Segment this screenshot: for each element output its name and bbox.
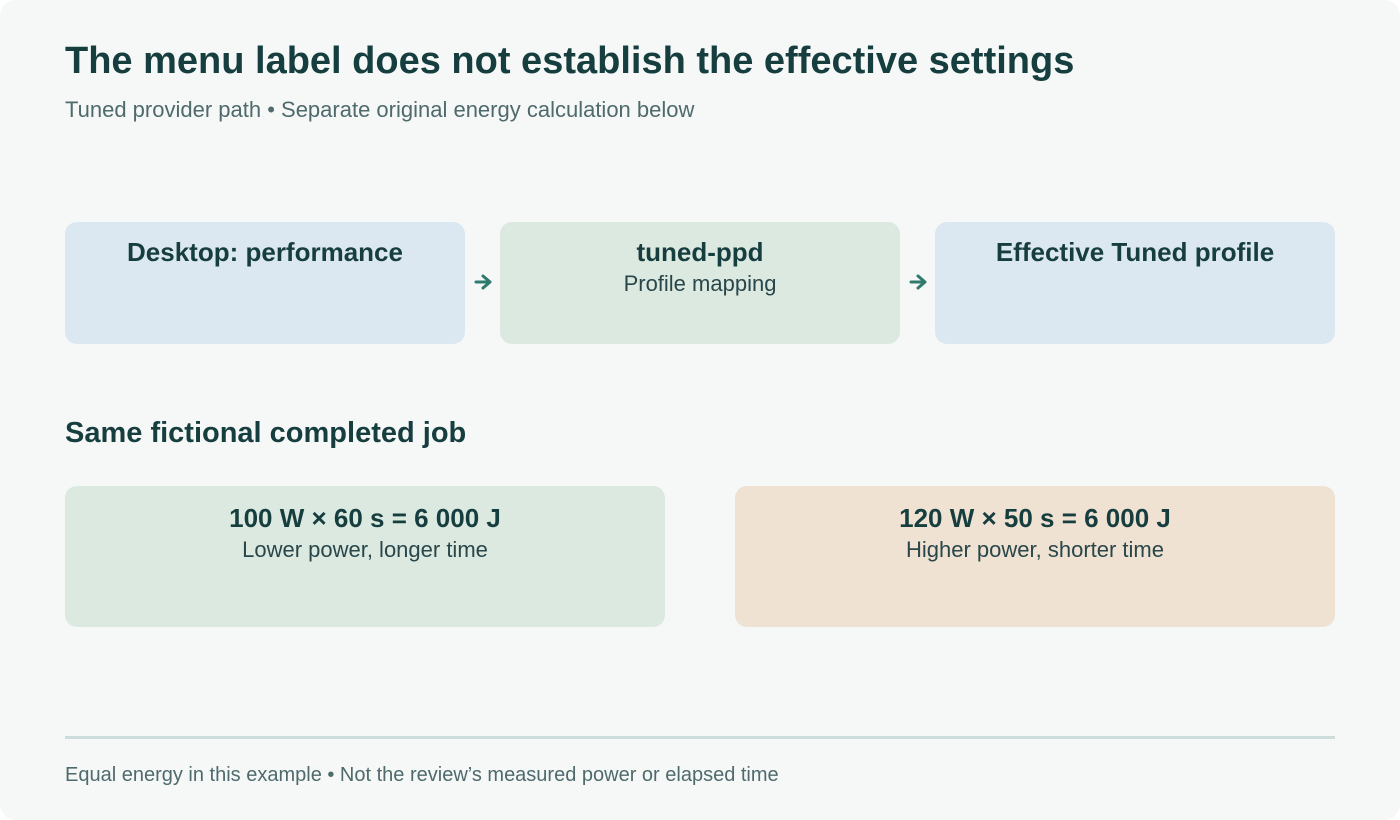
flow-node-effective-profile: Effective Tuned profile (935, 222, 1335, 344)
flow-node-subtitle: Profile mapping (623, 271, 777, 296)
footer-divider (65, 736, 1335, 739)
page-title: The menu label does not establish the ef… (65, 40, 1075, 82)
footer-note: Equal energy in this example • Not the r… (65, 764, 779, 786)
calculation-card-higher-power: 120 W × 50 s = 6 000 J Higher power, sho… (735, 486, 1335, 627)
flow-node-title: Desktop: performance (127, 237, 403, 267)
page-subtitle: Tuned provider path • Separate original … (65, 97, 695, 122)
arrow-right-icon (474, 274, 492, 290)
calculation-formula: 100 W × 60 s = 6 000 J (229, 503, 501, 533)
calculation-formula: 120 W × 50 s = 6 000 J (899, 503, 1171, 533)
flow-node-desktop-profile: Desktop: performance (65, 222, 465, 344)
flow-node-tuned-ppd: tuned-ppd Profile mapping (500, 222, 900, 344)
arrow-right-icon (909, 274, 927, 290)
flow-node-title: tuned-ppd (636, 237, 764, 267)
calculation-card-lower-power: 100 W × 60 s = 6 000 J Lower power, long… (65, 486, 665, 627)
calculation-caption: Higher power, shorter time (906, 537, 1164, 562)
section-heading: Same fictional completed job (65, 417, 467, 449)
calculation-caption: Lower power, longer time (242, 537, 488, 562)
flow-node-title: Effective Tuned profile (995, 237, 1275, 267)
